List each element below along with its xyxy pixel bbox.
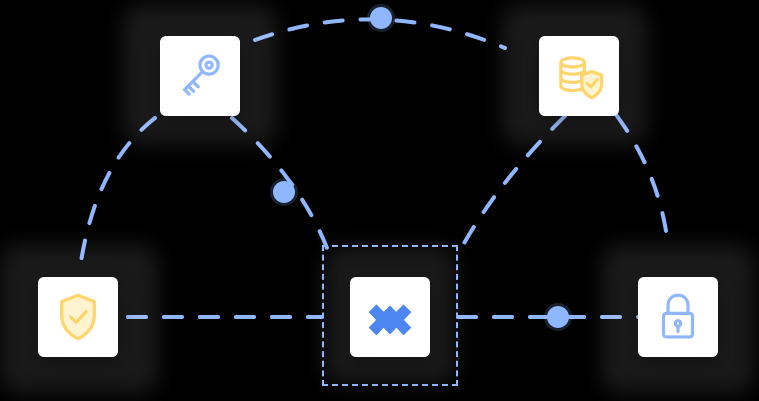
shield-check-icon <box>60 293 96 341</box>
connector-database-shield-to-padlock <box>615 114 670 247</box>
connector-key-to-center-logo <box>230 116 329 250</box>
database-shield-node <box>539 36 619 116</box>
connection-dot-right <box>547 306 569 328</box>
database-shield-icon <box>559 56 604 100</box>
connector-key-to-shield-check <box>78 116 157 270</box>
connector-database-shield-to-center-logo <box>461 114 567 247</box>
connection-dot-left <box>273 181 295 203</box>
key-node <box>160 36 240 116</box>
center-logo-icon <box>368 304 412 336</box>
center-logo-node <box>350 277 430 357</box>
padlock-node <box>638 277 718 357</box>
padlock-icon <box>661 293 695 339</box>
key-icon <box>183 54 220 96</box>
connection-dot-top <box>370 7 392 29</box>
center-node-dashed-frame <box>322 245 458 386</box>
shield-check-node <box>38 277 118 357</box>
